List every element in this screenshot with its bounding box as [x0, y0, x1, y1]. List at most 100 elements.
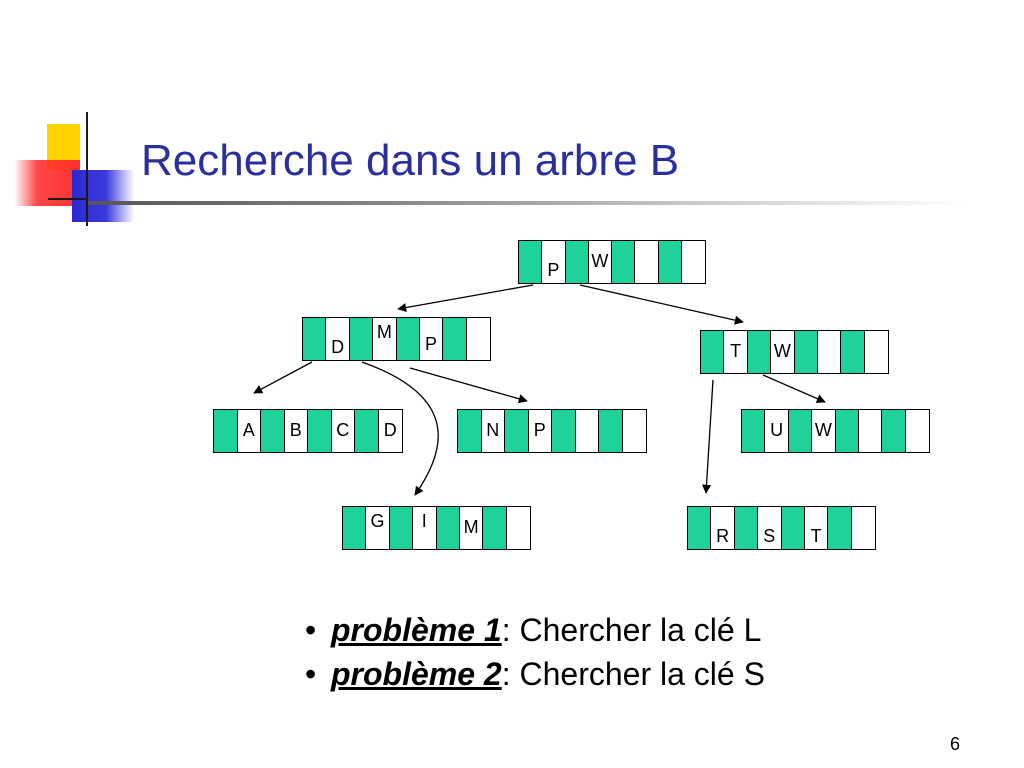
key-label: P	[533, 420, 546, 440]
key-cell: P	[419, 318, 444, 360]
key-cell: D	[326, 318, 350, 360]
child-pointer-cell	[612, 241, 636, 283]
child-pointer-cell	[343, 507, 367, 549]
edge-root-to-dmp	[397, 284, 534, 313]
child-pointer-cell	[505, 410, 529, 452]
key-cell	[506, 507, 530, 549]
key-label: G	[370, 511, 385, 531]
key-label: B	[289, 420, 302, 440]
key-label: N	[486, 420, 500, 440]
edge-dmp-to-abcd	[253, 361, 313, 394]
child-pointer-cell	[688, 507, 712, 549]
key-cell	[635, 241, 659, 283]
child-pointer-cell	[396, 318, 420, 360]
key-cell: N	[481, 410, 505, 452]
key-cell	[575, 410, 599, 452]
key-cell: W	[588, 241, 612, 283]
edge-tw-to-uw	[762, 374, 826, 403]
key-label: D	[383, 420, 397, 440]
problem-list: •problème 1: Chercher la clé L • problème…	[305, 612, 765, 700]
child-pointer-cell	[835, 410, 859, 452]
child-pointer-cell	[552, 410, 576, 452]
key-cell: B	[284, 410, 308, 452]
key-label: P	[425, 334, 438, 354]
key-cell: U	[765, 410, 789, 452]
decor-blue-square	[72, 170, 134, 222]
edge-dmp-to-np	[409, 367, 528, 404]
page-number: 6	[950, 734, 961, 754]
child-pointer-cell	[458, 410, 482, 452]
key-label: C	[336, 420, 350, 440]
key-cell: P	[528, 410, 552, 452]
key-cell: I	[413, 507, 437, 549]
child-pointer-cell	[349, 318, 374, 360]
key-cell: P	[542, 241, 566, 283]
key-cell	[466, 318, 490, 360]
key-cell	[622, 410, 646, 452]
key-cell: A	[237, 410, 261, 452]
child-pointer-cell	[355, 410, 379, 452]
child-pointer-cell	[565, 241, 589, 283]
slide-title: Recherche dans un arbre B	[141, 136, 680, 185]
key-label: T	[730, 341, 742, 361]
key-label: D	[331, 337, 345, 357]
bullet-icon: •	[305, 612, 317, 648]
key-label: W	[591, 251, 609, 271]
child-pointer-cell	[701, 331, 725, 373]
key-cell: W	[771, 331, 795, 373]
key-cell: W	[812, 410, 836, 452]
child-pointer-cell	[519, 241, 543, 283]
key-cell: T	[804, 507, 829, 549]
edge-tw-to-rst	[701, 379, 714, 494]
problem-item: •problème 1: Chercher la clé L	[305, 612, 765, 656]
problem-label: problème 2	[331, 656, 502, 692]
title-underline-rule	[88, 201, 968, 205]
btree-node-rst: R S T	[687, 506, 876, 550]
decor-vertical-line	[86, 112, 88, 226]
child-pointer-cell	[303, 318, 327, 360]
key-cell	[681, 241, 705, 283]
key-label: I	[421, 511, 427, 531]
problem-text: : Chercher la clé L	[501, 612, 762, 648]
key-label: A	[242, 420, 255, 440]
child-pointer-cell	[599, 410, 623, 452]
key-cell	[905, 410, 929, 452]
child-pointer-cell	[214, 410, 238, 452]
child-pointer-cell	[788, 410, 813, 452]
btree-node-abcd: A B C D	[213, 409, 403, 453]
key-label: W	[814, 420, 832, 440]
key-cell: S	[758, 507, 782, 549]
key-cell	[851, 507, 875, 549]
child-pointer-cell	[443, 318, 467, 360]
key-cell: D	[378, 410, 402, 452]
key-cell: T	[724, 331, 748, 373]
child-pointer-cell	[747, 331, 772, 373]
child-pointer-cell	[841, 331, 865, 373]
key-cell	[864, 331, 888, 373]
problem-item: •problème 2: Chercher la clé S	[305, 656, 765, 700]
bullet-icon: •	[305, 656, 317, 692]
key-cell: M	[373, 318, 397, 360]
key-cell: C	[331, 410, 355, 452]
child-pointer-cell	[742, 410, 766, 452]
key-label: W	[773, 341, 791, 361]
key-cell: G	[366, 507, 390, 549]
child-pointer-cell	[261, 410, 285, 452]
key-cell: R	[711, 507, 735, 549]
child-pointer-cell	[436, 507, 460, 549]
child-pointer-cell	[794, 331, 818, 373]
child-pointer-cell	[308, 410, 332, 452]
child-pointer-cell	[734, 507, 759, 549]
child-pointer-cell	[882, 410, 906, 452]
key-cell	[817, 331, 842, 373]
key-cell	[858, 410, 883, 452]
key-label: S	[763, 526, 776, 546]
child-pointer-cell	[781, 507, 805, 549]
child-pointer-cell	[483, 507, 507, 549]
